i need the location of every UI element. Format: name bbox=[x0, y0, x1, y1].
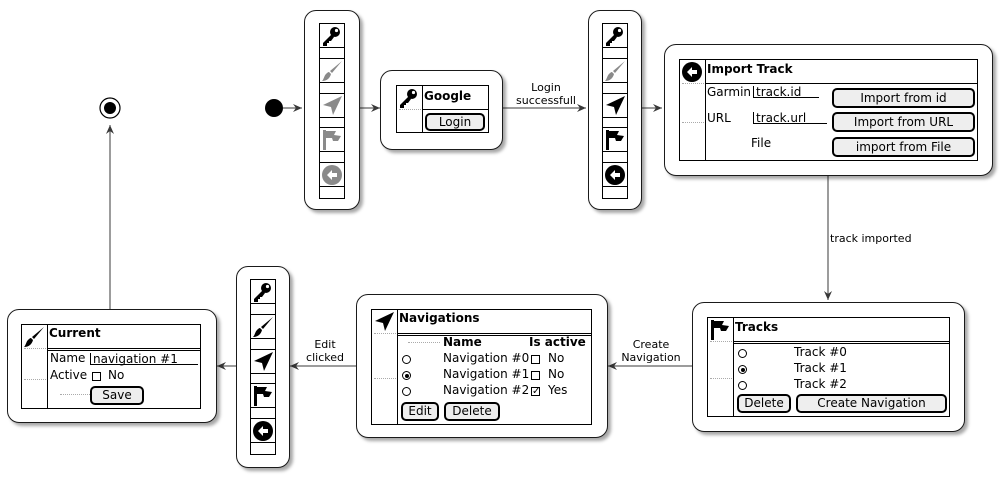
flag-icon[interactable] bbox=[603, 128, 627, 153]
icon-menu bbox=[319, 23, 345, 199]
import-track-state: Import Track Garmin track.id Import from… bbox=[664, 44, 993, 176]
navigation-2-radio[interactable] bbox=[402, 387, 411, 396]
login-button[interactable]: Login bbox=[425, 113, 485, 131]
navigation-name-field[interactable]: navigation #1 bbox=[90, 353, 198, 366]
navigation-arrow-icon[interactable] bbox=[320, 94, 344, 118]
label-create-navigation: Create Navigation bbox=[621, 338, 681, 364]
navigations-panel: Navigations Name Is active Navigation #0… bbox=[371, 309, 592, 425]
active-checkbox[interactable] bbox=[92, 372, 101, 381]
brush-icon[interactable] bbox=[251, 315, 275, 339]
menu-spacer bbox=[251, 374, 275, 385]
navigation-arrow-icon[interactable] bbox=[251, 350, 275, 374]
navigation-2-active-label: Yes bbox=[548, 383, 568, 397]
menu-spacer bbox=[320, 152, 344, 164]
navigations-title: Navigations bbox=[399, 311, 480, 325]
menu-spacer bbox=[320, 48, 344, 59]
garmin-label: Garmin bbox=[707, 85, 752, 99]
current-title: Current bbox=[49, 326, 101, 340]
menu-spacer bbox=[603, 83, 627, 94]
label-login-successful: Login successfull bbox=[516, 81, 576, 107]
flag-icon[interactable] bbox=[251, 384, 275, 409]
menu-spacer bbox=[320, 118, 344, 129]
menu-spacer bbox=[251, 408, 275, 420]
navigations-state: Navigations Name Is active Navigation #0… bbox=[356, 294, 608, 438]
current-panel: Current Name navigation #1 Active No Sav… bbox=[21, 324, 201, 409]
tracks-title: Tracks bbox=[735, 320, 779, 334]
navigation-1-name: Navigation #1 bbox=[443, 367, 530, 381]
menu-state-logged-in bbox=[588, 10, 642, 210]
back-circle-icon[interactable] bbox=[320, 163, 344, 188]
column-header-name: Name bbox=[443, 335, 482, 349]
track-2-label: Track #2 bbox=[794, 377, 847, 391]
active-label: Active bbox=[50, 368, 88, 382]
navigation-1-active-checkbox[interactable] bbox=[531, 371, 540, 380]
import-track-panel: Import Track Garmin track.id Import from… bbox=[679, 59, 978, 161]
import-from-url-button[interactable]: Import from URL bbox=[832, 112, 975, 132]
menu-spacer bbox=[603, 48, 627, 59]
delete-track-button[interactable]: Delete bbox=[737, 394, 791, 413]
google-login-state: Google Login bbox=[380, 70, 503, 150]
key-icon bbox=[398, 87, 420, 113]
back-circle-icon bbox=[681, 61, 703, 87]
import-from-id-button[interactable]: Import from id bbox=[832, 88, 975, 108]
track-1-radio[interactable] bbox=[738, 365, 747, 374]
key-icon[interactable] bbox=[251, 280, 275, 304]
navigation-2-name: Navigation #2 bbox=[443, 383, 530, 397]
navigation-0-active-label: No bbox=[548, 351, 565, 365]
track-0-label: Track #0 bbox=[794, 345, 847, 359]
google-title: Google bbox=[424, 89, 472, 103]
flag-icon bbox=[709, 319, 731, 345]
create-navigation-button[interactable]: Create Navigation bbox=[796, 394, 947, 413]
brush-icon[interactable] bbox=[603, 59, 627, 83]
menu-spacer bbox=[603, 152, 627, 164]
import-track-title: Import Track bbox=[707, 62, 793, 76]
initial-state bbox=[265, 99, 283, 117]
url-label: URL bbox=[707, 111, 731, 125]
brush-icon bbox=[23, 326, 45, 352]
import-from-file-button[interactable]: import from File bbox=[832, 137, 975, 157]
column-header-is-active: Is active bbox=[529, 335, 586, 349]
key-icon[interactable] bbox=[320, 24, 344, 48]
track-0-radio[interactable] bbox=[738, 349, 747, 358]
back-circle-icon[interactable] bbox=[603, 163, 627, 188]
current-state: Current Name navigation #1 Active No Sav… bbox=[7, 309, 217, 423]
navigation-0-radio[interactable] bbox=[402, 355, 411, 364]
back-circle-icon[interactable] bbox=[251, 419, 275, 444]
url-field[interactable]: track.url bbox=[753, 112, 827, 125]
final-state bbox=[99, 97, 121, 119]
navigation-0-active-checkbox[interactable] bbox=[531, 355, 540, 364]
navigation-arrow-icon[interactable] bbox=[603, 94, 627, 118]
navigation-0-name: Navigation #0 bbox=[443, 351, 530, 365]
tracks-state: Tracks Track #0 Track #1 Track #2 Delete… bbox=[692, 302, 965, 432]
active-value: No bbox=[108, 368, 125, 382]
google-login-panel: Google Login bbox=[396, 85, 489, 133]
track-1-label: Track #1 bbox=[794, 361, 847, 375]
delete-navigation-button[interactable]: Delete bbox=[444, 402, 500, 421]
save-button[interactable]: Save bbox=[90, 386, 144, 405]
label-edit-clicked: Edit clicked bbox=[306, 338, 344, 364]
menu-spacer bbox=[603, 118, 627, 129]
label-track-imported: track imported bbox=[830, 232, 912, 245]
menu-spacer bbox=[251, 304, 275, 315]
navigation-1-active-label: No bbox=[548, 367, 565, 381]
file-label: File bbox=[751, 136, 772, 150]
navigation-2-active-checkbox[interactable]: ✓ bbox=[531, 386, 541, 397]
name-label: Name bbox=[50, 351, 86, 365]
tracks-panel: Tracks Track #0 Track #1 Track #2 Delete… bbox=[707, 317, 950, 417]
edit-navigation-button[interactable]: Edit bbox=[401, 402, 439, 421]
icon-menu bbox=[250, 279, 276, 455]
menu-spacer bbox=[320, 83, 344, 94]
brush-icon[interactable] bbox=[320, 59, 344, 83]
garmin-id-field[interactable]: track.id bbox=[753, 86, 819, 99]
menu-state-editing bbox=[236, 266, 290, 468]
menu-spacer bbox=[251, 339, 275, 350]
icon-menu bbox=[602, 23, 628, 199]
flag-icon[interactable] bbox=[320, 128, 344, 153]
navigation-1-radio[interactable] bbox=[402, 371, 411, 380]
key-icon[interactable] bbox=[603, 24, 627, 48]
navigation-arrow-icon bbox=[373, 311, 395, 337]
menu-state-initial bbox=[304, 10, 360, 210]
track-2-radio[interactable] bbox=[738, 381, 747, 390]
